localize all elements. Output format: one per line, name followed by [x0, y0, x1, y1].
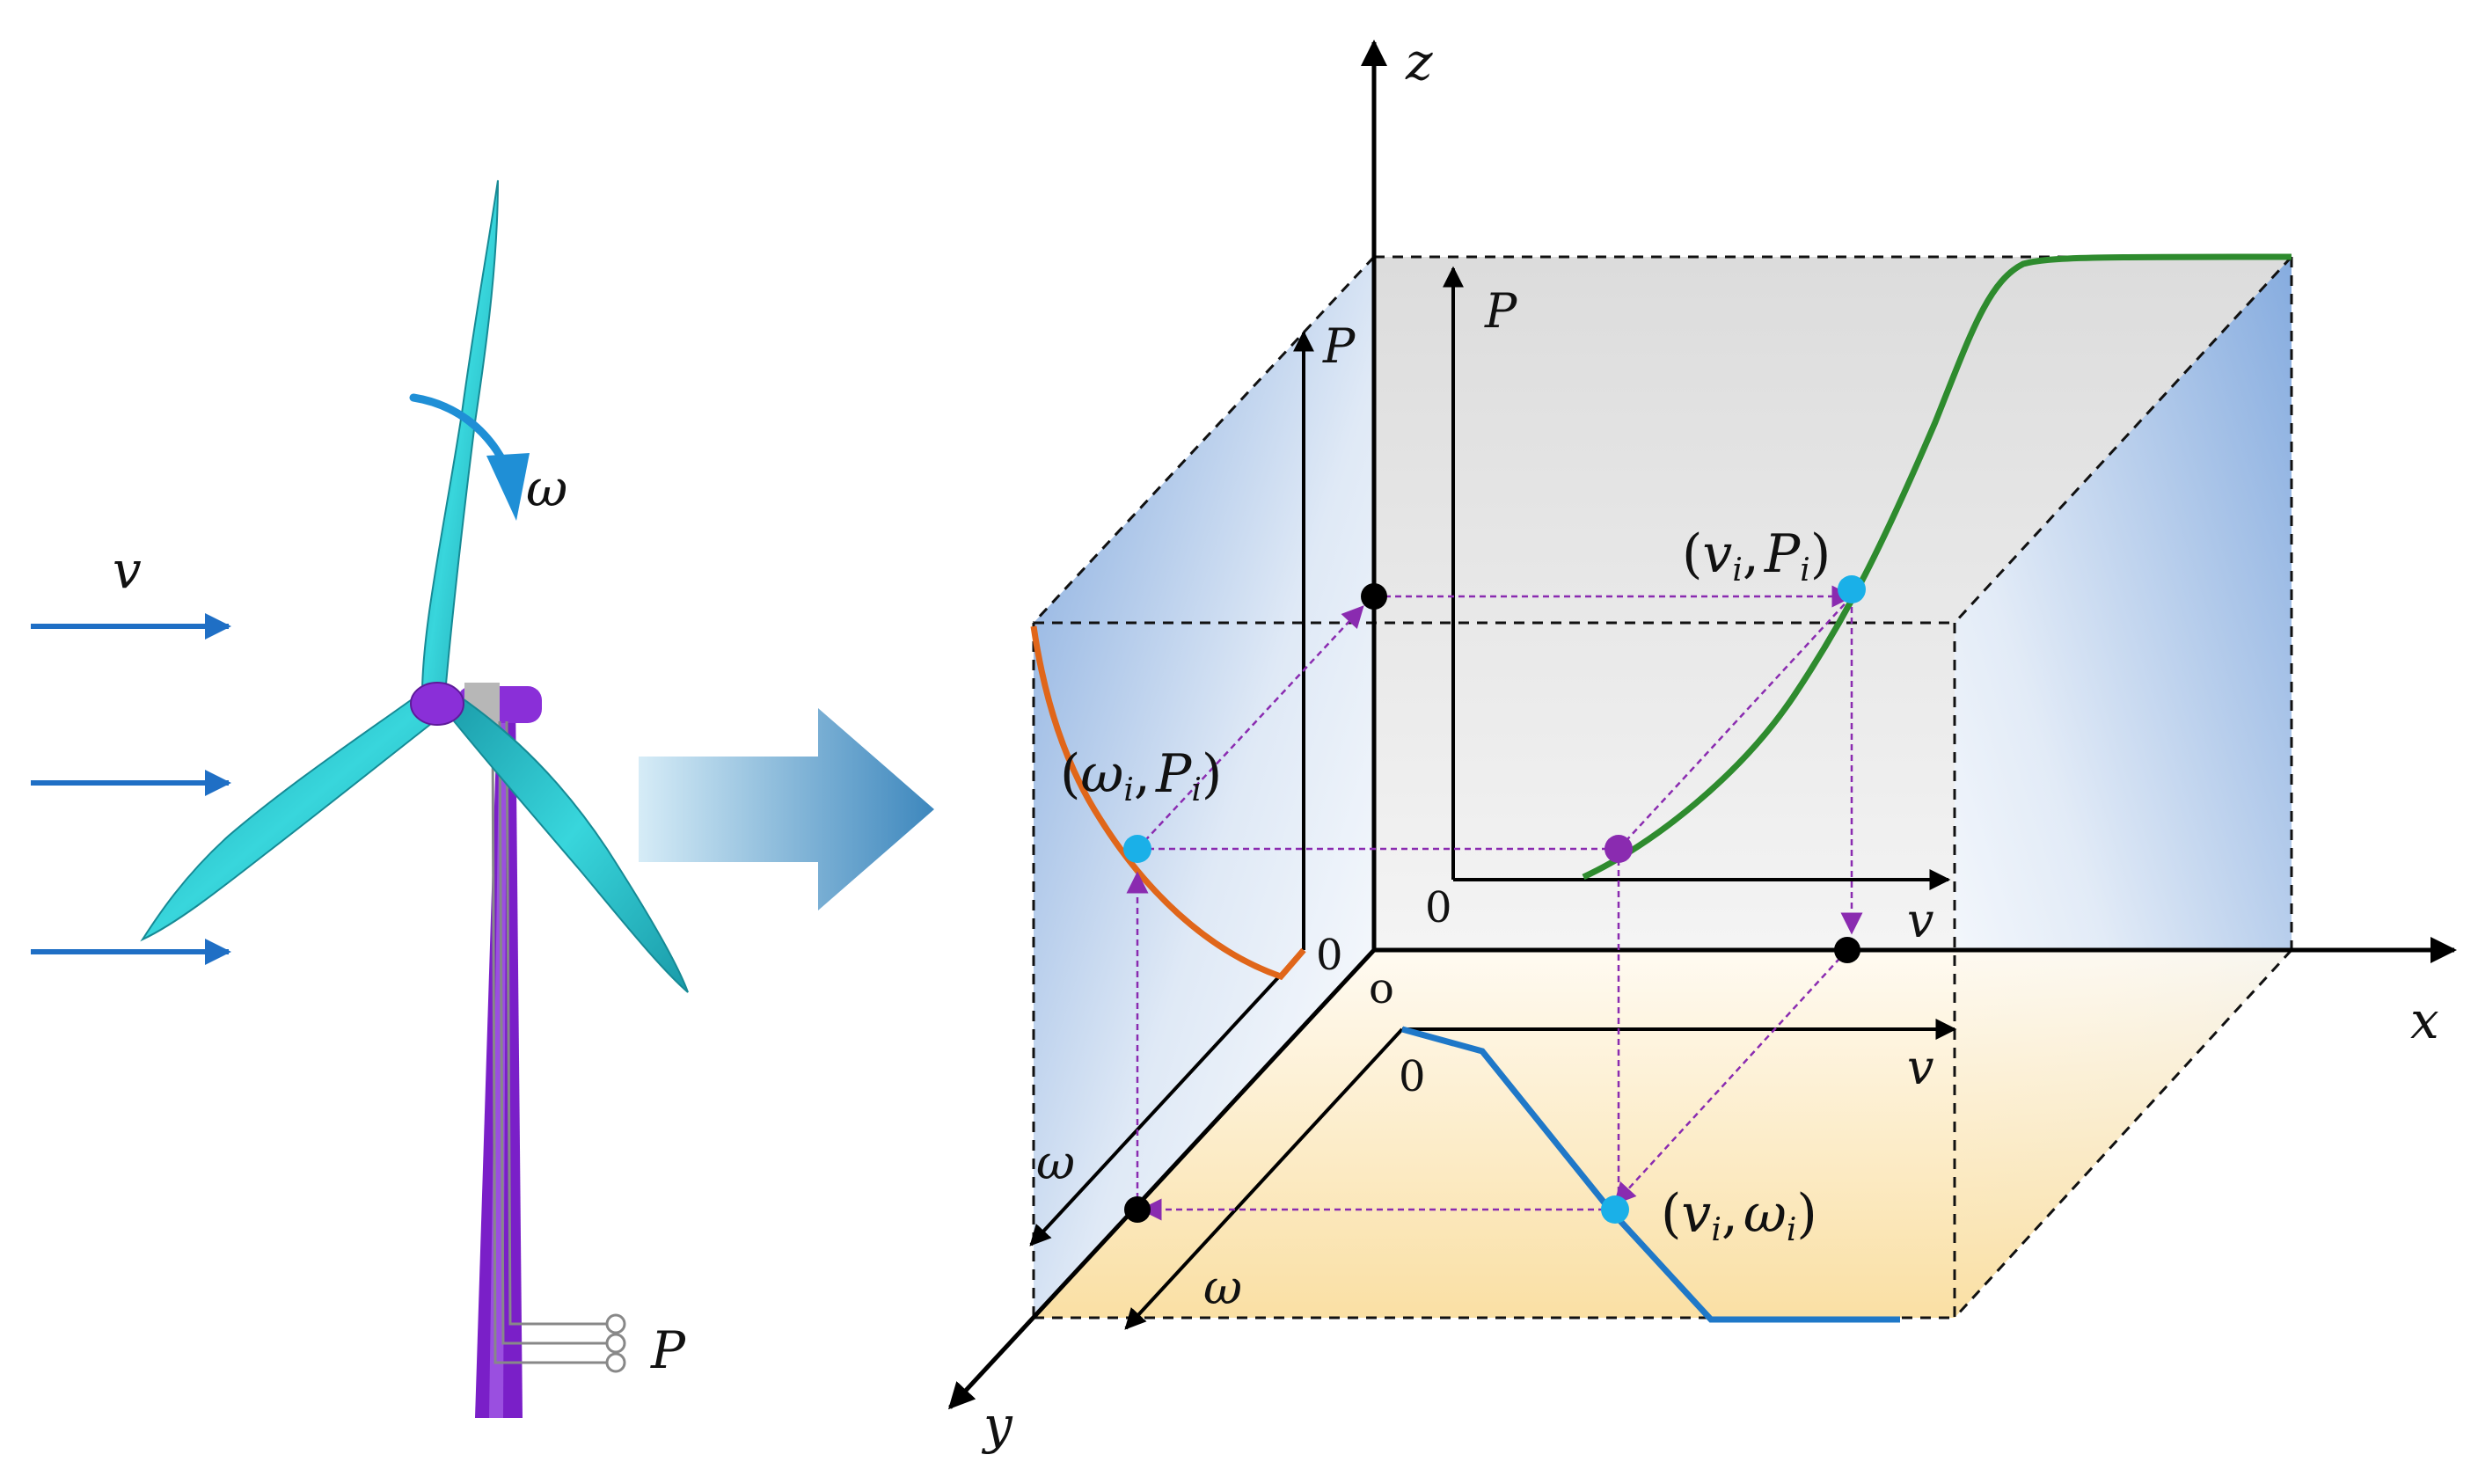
point-omega-axis — [1124, 1196, 1151, 1223]
label-omega-p: (ωi,Pi) — [1060, 743, 1222, 808]
floor-v-label: v — [1907, 1040, 1934, 1095]
left-side-face — [1034, 257, 1374, 1318]
point-v-omega — [1601, 1195, 1629, 1224]
blade-right — [438, 693, 689, 993]
floor-plane-axes — [1124, 1019, 1957, 1330]
power-output-label: P — [650, 1320, 686, 1380]
points — [1123, 575, 1866, 1224]
terminal-1 — [605, 1313, 626, 1334]
wind-turbine: v P ω — [31, 179, 689, 1418]
x-axis-label: x — [2410, 991, 2439, 1050]
side-p-label: P — [1322, 318, 1356, 374]
floor-zero-label: 0 — [1399, 1052, 1426, 1101]
point-back-projection — [1604, 835, 1633, 863]
point-v-axis — [1834, 937, 1860, 963]
point-z-intercept — [1361, 583, 1387, 610]
label-v-omega: (vi,ωi) — [1661, 1183, 1817, 1248]
side-plane-axes — [1029, 330, 1314, 1246]
y-axis-label: y — [981, 1395, 1013, 1455]
floor-omega-label: ω — [1203, 1260, 1242, 1315]
label-v-p: (vi,Pi) — [1682, 523, 1831, 588]
back-zero-label: 0 — [1425, 883, 1452, 932]
side-zero-label: 0 — [1316, 931, 1343, 980]
terminal-3 — [605, 1352, 626, 1373]
power-curve-omega-p — [1030, 625, 1306, 981]
proj-v-to-vomega — [1613, 949, 1848, 1205]
rotation-arrow-head — [486, 453, 530, 521]
point-v-p — [1838, 575, 1866, 603]
terminal-2 — [605, 1333, 626, 1354]
y-axis — [947, 948, 1376, 1410]
transition-arrow — [639, 708, 934, 910]
blade-up — [420, 179, 499, 705]
floor-face — [1034, 950, 2292, 1318]
z-axis-label: z — [1405, 32, 1433, 91]
rotation-label: ω — [526, 458, 567, 518]
back-p-label: P — [1484, 283, 1518, 339]
rotor: ω — [140, 179, 689, 993]
power-cable-2 — [498, 720, 607, 1345]
power-curve-v-p — [1582, 253, 2292, 881]
bottom-right-edge — [1953, 948, 2293, 1320]
floor-omega-axis — [1124, 1027, 1404, 1330]
back-v-label: v — [1907, 893, 1934, 948]
hub — [410, 682, 464, 726]
top-left-edge — [1032, 255, 1376, 625]
back-plane-axes — [1443, 266, 1951, 890]
wind-speed-label: v — [113, 540, 142, 600]
top-right-edge — [1953, 255, 2293, 625]
origin-label: o — [1369, 964, 1394, 1013]
power-cable-3 — [491, 720, 607, 1364]
point-omega-p — [1123, 835, 1151, 863]
proj-vp-to-back — [1618, 596, 1853, 850]
side-omega-axis — [1029, 948, 1305, 1246]
power-cable-1 — [505, 720, 607, 1326]
blade-left — [140, 691, 442, 942]
side-omega-label: ω — [1036, 1135, 1075, 1190]
proj-omegap-to-z — [1137, 605, 1364, 850]
wind-arrows: v — [31, 540, 231, 965]
projection-lines — [1126, 585, 1863, 1221]
main-axes — [947, 40, 2457, 1410]
coordinate-box: z x y o P v 0 P ω 0 v ω 0 — [947, 32, 2457, 1455]
